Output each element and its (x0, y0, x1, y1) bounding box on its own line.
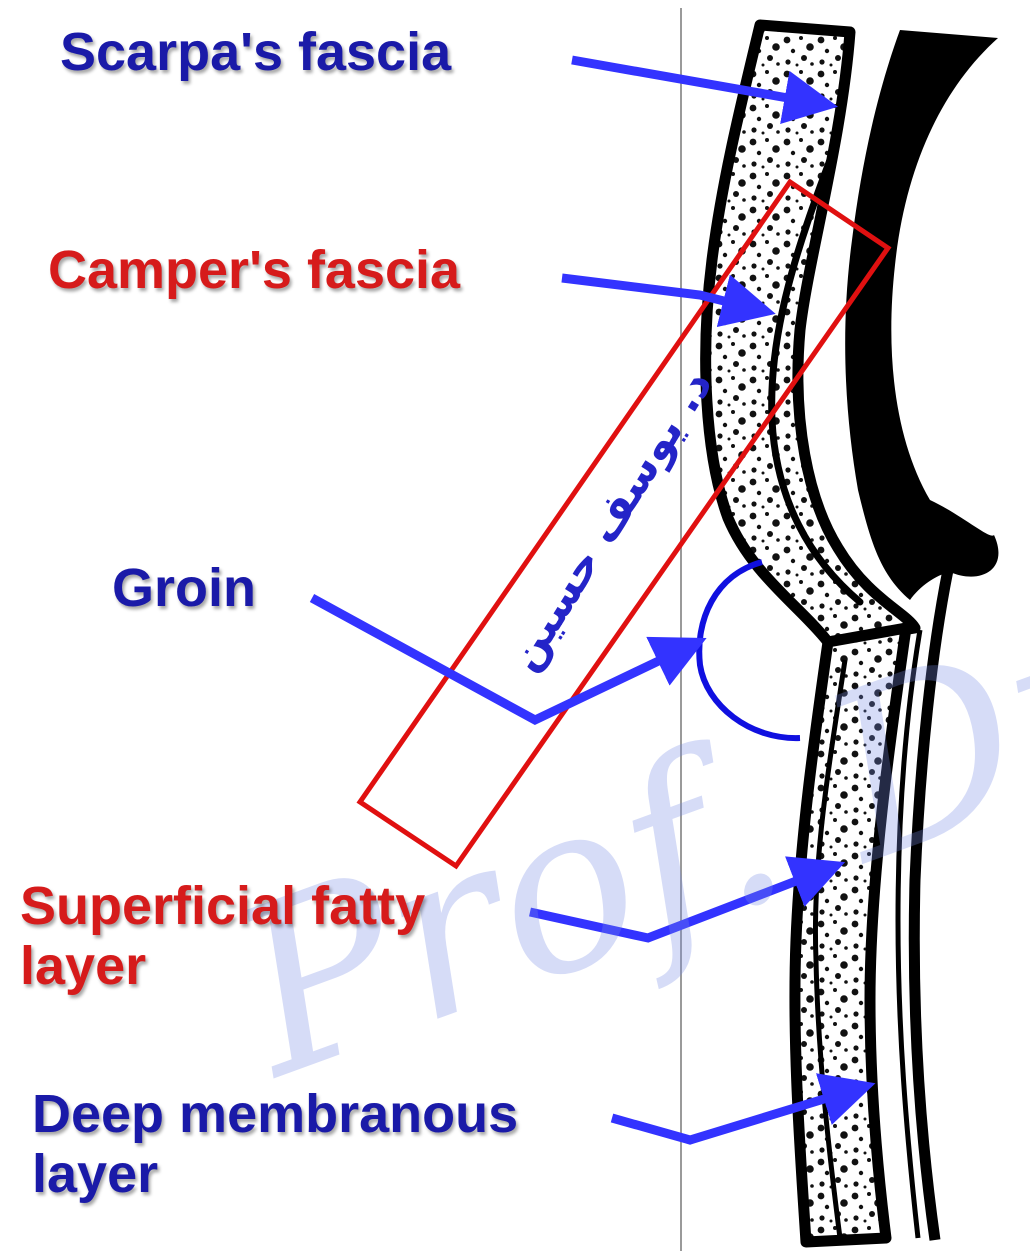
label-deep-line1: Deep membranous (32, 1084, 518, 1144)
aponeurosis-band (845, 30, 998, 600)
label-superficial-line2: layer (20, 936, 425, 996)
label-campers-fascia: Camper's fascia (48, 240, 460, 300)
label-groin: Groin (112, 558, 256, 618)
label-superficial-fatty-layer: Superficial fatty layer (20, 876, 425, 997)
label-scarpas-fascia: Scarpa's fascia (60, 22, 451, 82)
lower-fatty-layer (795, 628, 906, 1242)
label-superficial-line1: Superficial fatty (20, 876, 425, 936)
thigh-deep-fascia (914, 570, 948, 1240)
label-deep-line2: layer (32, 1144, 518, 1204)
arrow-groin (312, 598, 692, 720)
label-deep-membranous-layer: Deep membranous layer (32, 1084, 518, 1205)
